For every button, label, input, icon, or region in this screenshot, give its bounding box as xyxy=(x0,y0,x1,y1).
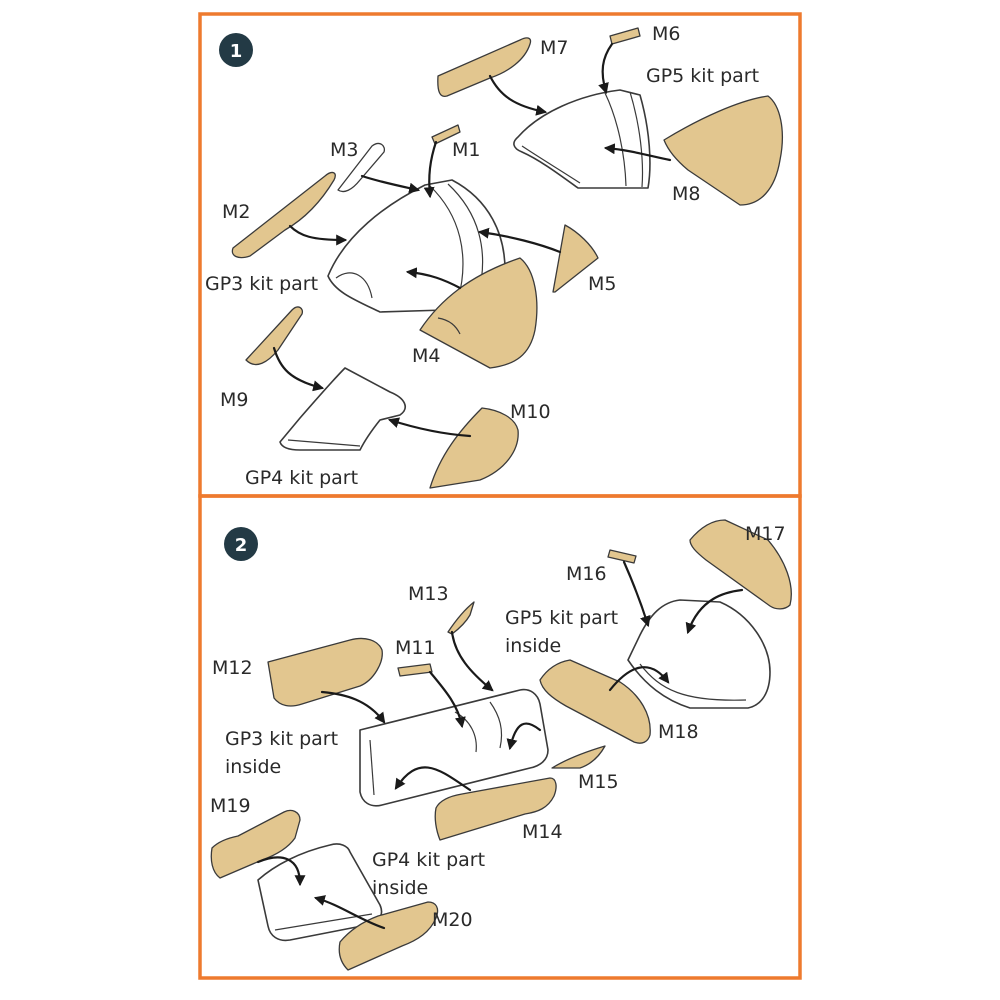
arrow xyxy=(598,42,614,95)
arrow xyxy=(608,666,670,692)
step-2-number: 2 xyxy=(235,535,248,556)
label-m11: M11 xyxy=(395,637,436,659)
mask-m16 xyxy=(607,549,637,564)
arrow xyxy=(488,74,548,116)
arrow xyxy=(320,690,386,724)
label-gp4-line1: GP4 kit part xyxy=(372,849,485,871)
arrow xyxy=(272,346,325,392)
step-2-panel: 2 xyxy=(198,494,802,980)
label-gp5-line2: inside xyxy=(505,635,561,657)
label-m1: M1 xyxy=(452,139,480,161)
mask-m14 xyxy=(434,777,557,841)
arrow xyxy=(313,895,386,930)
step-2-badge xyxy=(224,527,258,561)
label-m10: M10 xyxy=(510,401,551,423)
label-gp4: GP4 kit part xyxy=(245,467,358,489)
arrow xyxy=(622,560,651,628)
arrow xyxy=(506,722,542,751)
mask-m3 xyxy=(337,142,386,193)
mask-m6 xyxy=(609,27,641,45)
label-gp3-line1: GP3 kit part xyxy=(225,728,338,750)
arrow xyxy=(360,174,421,194)
mask-m8 xyxy=(663,95,783,206)
label-m8: M8 xyxy=(672,183,700,205)
label-m3: M3 xyxy=(330,139,358,161)
label-m2: M2 xyxy=(222,201,250,223)
label-m13: M13 xyxy=(408,583,449,605)
arrow xyxy=(603,143,672,162)
arrow xyxy=(387,417,472,438)
arrow xyxy=(423,140,438,199)
arrow xyxy=(428,670,466,729)
label-m18: M18 xyxy=(658,721,699,743)
label-m14: M14 xyxy=(522,821,563,843)
arrow xyxy=(394,766,472,792)
mask-m10 xyxy=(429,407,519,489)
label-m15: M15 xyxy=(578,771,619,793)
arrow xyxy=(450,630,494,692)
label-m9: M9 xyxy=(220,389,248,411)
arrow xyxy=(405,267,462,290)
label-gp3-line2: inside xyxy=(225,756,281,778)
label-gp5-line1: GP5 kit part xyxy=(505,607,618,629)
mask-m12 xyxy=(267,637,383,707)
label-m7: M7 xyxy=(540,37,568,59)
arrow xyxy=(685,588,744,635)
step-1-panel: 1 xyxy=(198,12,802,498)
mask-m13 xyxy=(447,601,475,635)
label-m20: M20 xyxy=(432,909,473,931)
gp4-kit-part-inside xyxy=(257,843,383,942)
label-m16: M16 xyxy=(566,563,607,585)
label-gp3: GP3 kit part xyxy=(205,273,318,295)
gp4-kit-part xyxy=(279,367,406,451)
mask-m5 xyxy=(552,224,599,293)
mask-m7 xyxy=(437,37,532,98)
gp5-kit-part-inside xyxy=(627,599,771,709)
step-1-number: 1 xyxy=(230,41,243,62)
label-m12: M12 xyxy=(212,657,253,679)
label-gp4-line2: inside xyxy=(372,877,428,899)
label-gp5: GP5 kit part xyxy=(646,65,759,87)
step-1-badge xyxy=(219,33,253,67)
mask-m4 xyxy=(419,257,538,369)
gp5-kit-part xyxy=(513,89,651,189)
mask-m18 xyxy=(539,659,651,744)
mask-m17 xyxy=(689,519,792,610)
arrow xyxy=(477,227,562,254)
label-m6: M6 xyxy=(652,23,680,45)
mask-m11 xyxy=(397,663,433,677)
mask-m15 xyxy=(551,745,606,769)
label-m17: M17 xyxy=(745,523,786,545)
label-m4: M4 xyxy=(412,345,440,367)
mask-m19 xyxy=(210,809,301,879)
arrow xyxy=(288,224,348,246)
label-m5: M5 xyxy=(588,273,616,295)
mask-m9 xyxy=(245,306,304,366)
mask-m1 xyxy=(431,124,461,145)
label-m19: M19 xyxy=(210,795,251,817)
step-2-frame xyxy=(198,494,802,980)
arrow xyxy=(256,856,306,887)
mask-m2 xyxy=(231,171,336,259)
